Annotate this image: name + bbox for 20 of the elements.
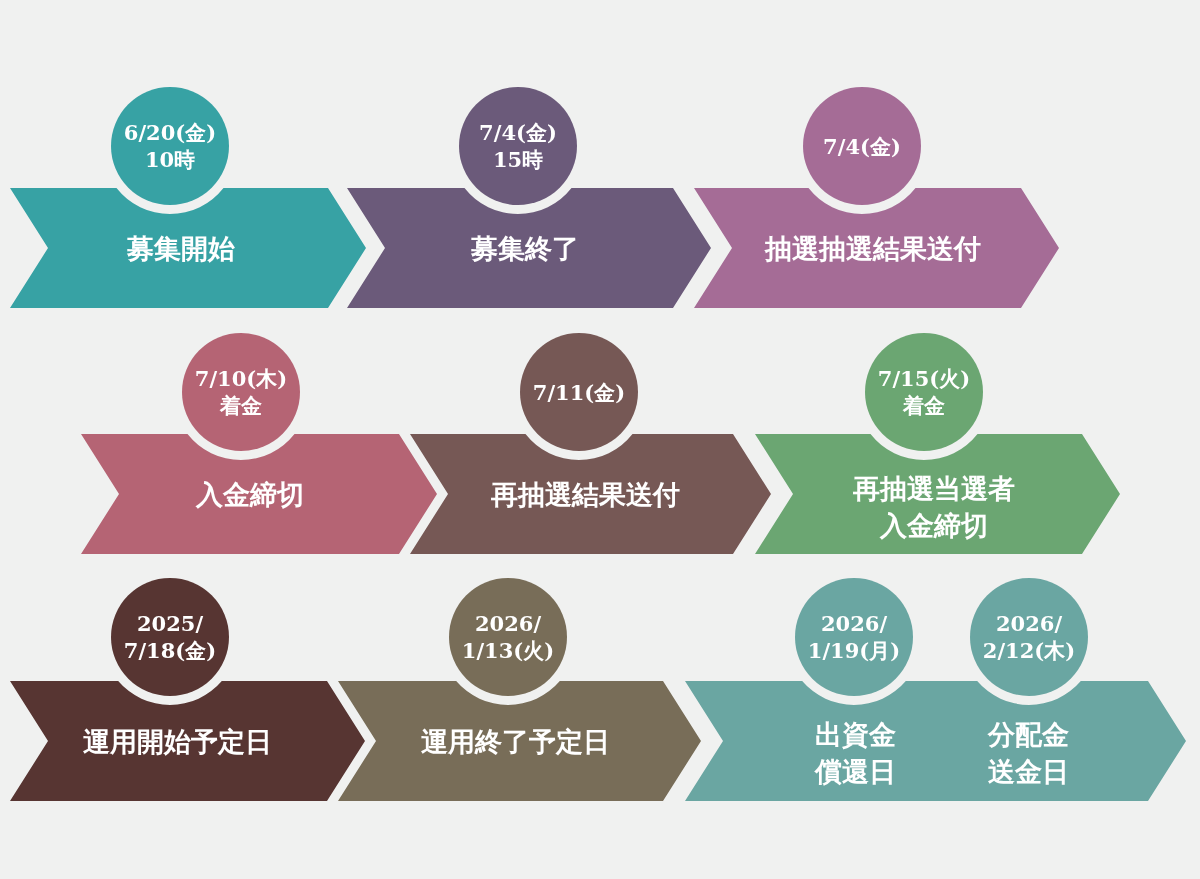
step-label: 抽選抽選結果送付 — [765, 231, 981, 266]
date-circle: 7/4(金) 15時 — [459, 87, 577, 205]
step-label: 分配金送金日 — [986, 718, 1070, 789]
step-label: 募集終了 — [471, 231, 579, 266]
step-label: 募集開始 — [127, 231, 235, 266]
step-label: 再抽選当選者入金締切 — [852, 472, 1016, 543]
date-circle: 2026/ 1/13(火) — [449, 578, 567, 696]
step-label: 再抽選結果送付 — [490, 477, 680, 512]
date-circle: 7/10(木)着金 — [182, 333, 300, 451]
step-label: 運用終了予定日 — [420, 724, 610, 759]
date-circle: 2026/ 1/19(月) — [795, 578, 913, 696]
step-label: 入金締切 — [196, 477, 304, 512]
step-label: 出資金償還日 — [813, 718, 897, 789]
step-label: 運用開始予定日 — [82, 724, 272, 759]
date-circle: 7/15(火)着金 — [865, 333, 983, 451]
date-circle: 2026/ 2/12(木) — [970, 578, 1088, 696]
date-circle: 7/11(金) — [520, 333, 638, 451]
date-circle: 2025/ 7/18(金) — [111, 578, 229, 696]
date-circle: 6/20(金) 10時 — [111, 87, 229, 205]
date-circle: 7/4(金) — [803, 87, 921, 205]
